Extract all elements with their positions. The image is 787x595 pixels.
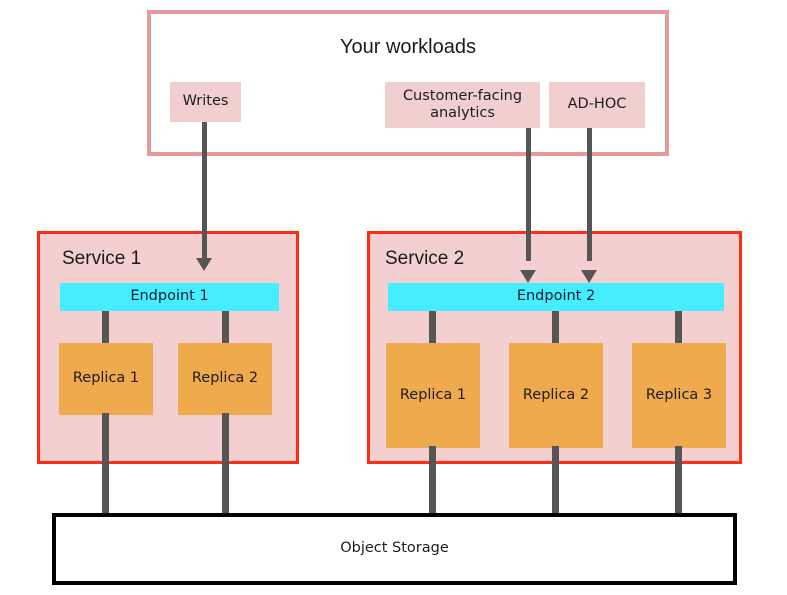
service-2-replica-3[interactable]: Replica 3 xyxy=(632,343,726,448)
workloads-title: Your workloads xyxy=(339,36,476,58)
connector-s1-replica2-to-storage xyxy=(222,413,229,521)
object-storage-label: Object Storage xyxy=(340,540,449,557)
connector-s2-replica3-to-storage xyxy=(675,446,682,521)
endpoint-2-label: Endpoint 2 xyxy=(516,288,596,305)
workload-writes-label: Writes xyxy=(182,93,229,110)
arrowhead-analytics-to-endpoint2 xyxy=(520,270,536,283)
connector-s2-replica1-to-storage xyxy=(429,446,436,521)
service-2-replica-2[interactable]: Replica 2 xyxy=(509,343,603,448)
connector-s1-replica1-to-storage xyxy=(102,413,109,521)
service-2-replica-1-label: Replica 1 xyxy=(399,386,467,403)
endpoint-1-label: Endpoint 1 xyxy=(130,288,209,305)
arrowhead-writes-to-endpoint1 xyxy=(196,258,212,271)
object-storage[interactable]: Object Storage xyxy=(52,513,737,585)
service-2-replica-2-label: Replica 2 xyxy=(522,386,590,403)
endpoint-1[interactable]: Endpoint 1 xyxy=(60,283,279,311)
connector-endpoint2-to-replica3 xyxy=(675,310,682,346)
workload-ad-hoc[interactable]: AD-HOC xyxy=(549,82,645,128)
service-1-replica-2-label: Replica 2 xyxy=(191,370,259,387)
connector-adhoc-to-endpoint2 xyxy=(587,128,592,261)
workload-ad-hoc-label: AD-HOC xyxy=(567,96,627,113)
service-1-replica-2[interactable]: Replica 2 xyxy=(178,343,272,415)
service-1-replica-1-label: Replica 1 xyxy=(72,370,140,387)
connector-endpoint1-to-replica2 xyxy=(222,310,229,346)
connector-writes-to-endpoint1 xyxy=(202,122,207,259)
service-2-replica-3-label: Replica 3 xyxy=(645,386,713,403)
service-1-title: Service 1 xyxy=(62,248,142,269)
workload-customer-facing-analytics[interactable]: Customer-facing analytics xyxy=(385,82,540,128)
connector-s2-replica2-to-storage xyxy=(552,446,559,521)
service-2-replica-1[interactable]: Replica 1 xyxy=(386,343,480,448)
arrowhead-adhoc-to-endpoint2 xyxy=(581,270,597,283)
workload-writes[interactable]: Writes xyxy=(170,82,241,122)
connector-endpoint1-to-replica1 xyxy=(102,310,109,346)
service-2-title: Service 2 xyxy=(385,248,465,269)
connector-endpoint2-to-replica1 xyxy=(429,310,436,346)
connector-endpoint2-to-replica2 xyxy=(552,310,559,346)
service-1-replica-1[interactable]: Replica 1 xyxy=(59,343,153,415)
workload-customer-facing-analytics-label: Customer-facing analytics xyxy=(402,87,523,121)
connector-analytics-to-endpoint2 xyxy=(526,128,531,261)
endpoint-2[interactable]: Endpoint 2 xyxy=(388,283,724,311)
